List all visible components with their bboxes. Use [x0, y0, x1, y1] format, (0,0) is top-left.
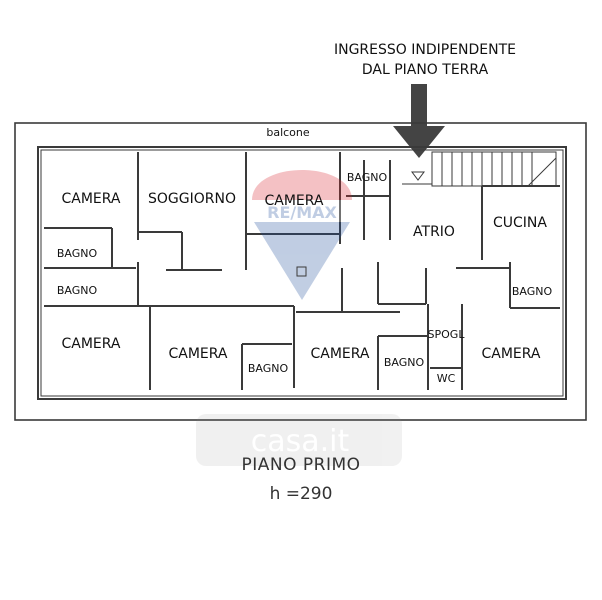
entry-note: INGRESSO INDIPENDENTE DAL PIANO TERRA: [220, 40, 602, 80]
room-label-bagno-left-1: BAGNO: [57, 247, 98, 260]
room-label-camera-bottom-right: CAMERA: [481, 346, 540, 362]
room-label-bagno-bottom-2: BAGNO: [248, 362, 289, 375]
room-label-camera-top-mid: CAMERA: [264, 193, 323, 209]
room-label-bagno-left-2: BAGNO: [57, 284, 98, 297]
room-label-wc: WC: [437, 372, 456, 385]
floor-height: h =290: [269, 484, 333, 504]
balcony-label: balcone: [266, 126, 310, 139]
casa-it-watermark: casa.it: [196, 414, 402, 466]
entry-note-line2: DAL PIANO TERRA: [361, 62, 489, 78]
floor-title: PIANO PRIMO: [241, 455, 361, 475]
remax-balloon-logo: RE/MAX: [252, 170, 352, 300]
down-arrow-icon: [393, 84, 445, 158]
room-label-cucina: CUCINA: [493, 215, 547, 231]
room-label-bagno-top-mid: BAGNO: [347, 171, 388, 184]
entry-note-line1: INGRESSO INDIPENDENTE: [333, 42, 517, 58]
building-walls: [37, 146, 567, 400]
room-label-camera-bottom-3: CAMERA: [310, 346, 369, 362]
room-label-spogl: SPOGL: [428, 328, 466, 341]
balcony-outline: [14, 122, 587, 421]
room-label-bagno-right: BAGNO: [512, 285, 553, 298]
room-label-soggiorno: SOGGIORNO: [148, 191, 236, 207]
column-marker: [296, 266, 307, 277]
staircase: [402, 151, 557, 187]
room-label-bagno-bottom-3: BAGNO: [384, 356, 425, 369]
room-label-camera-bottom-2: CAMERA: [168, 346, 227, 362]
room-label-atrio: ATRIO: [413, 224, 455, 240]
svg-text:casa.it: casa.it: [251, 424, 350, 459]
room-label-camera-bottom-left: CAMERA: [61, 336, 120, 352]
svg-text:RE/MAX: RE/MAX: [267, 203, 337, 222]
room-label-camera-top-left: CAMERA: [61, 191, 120, 207]
